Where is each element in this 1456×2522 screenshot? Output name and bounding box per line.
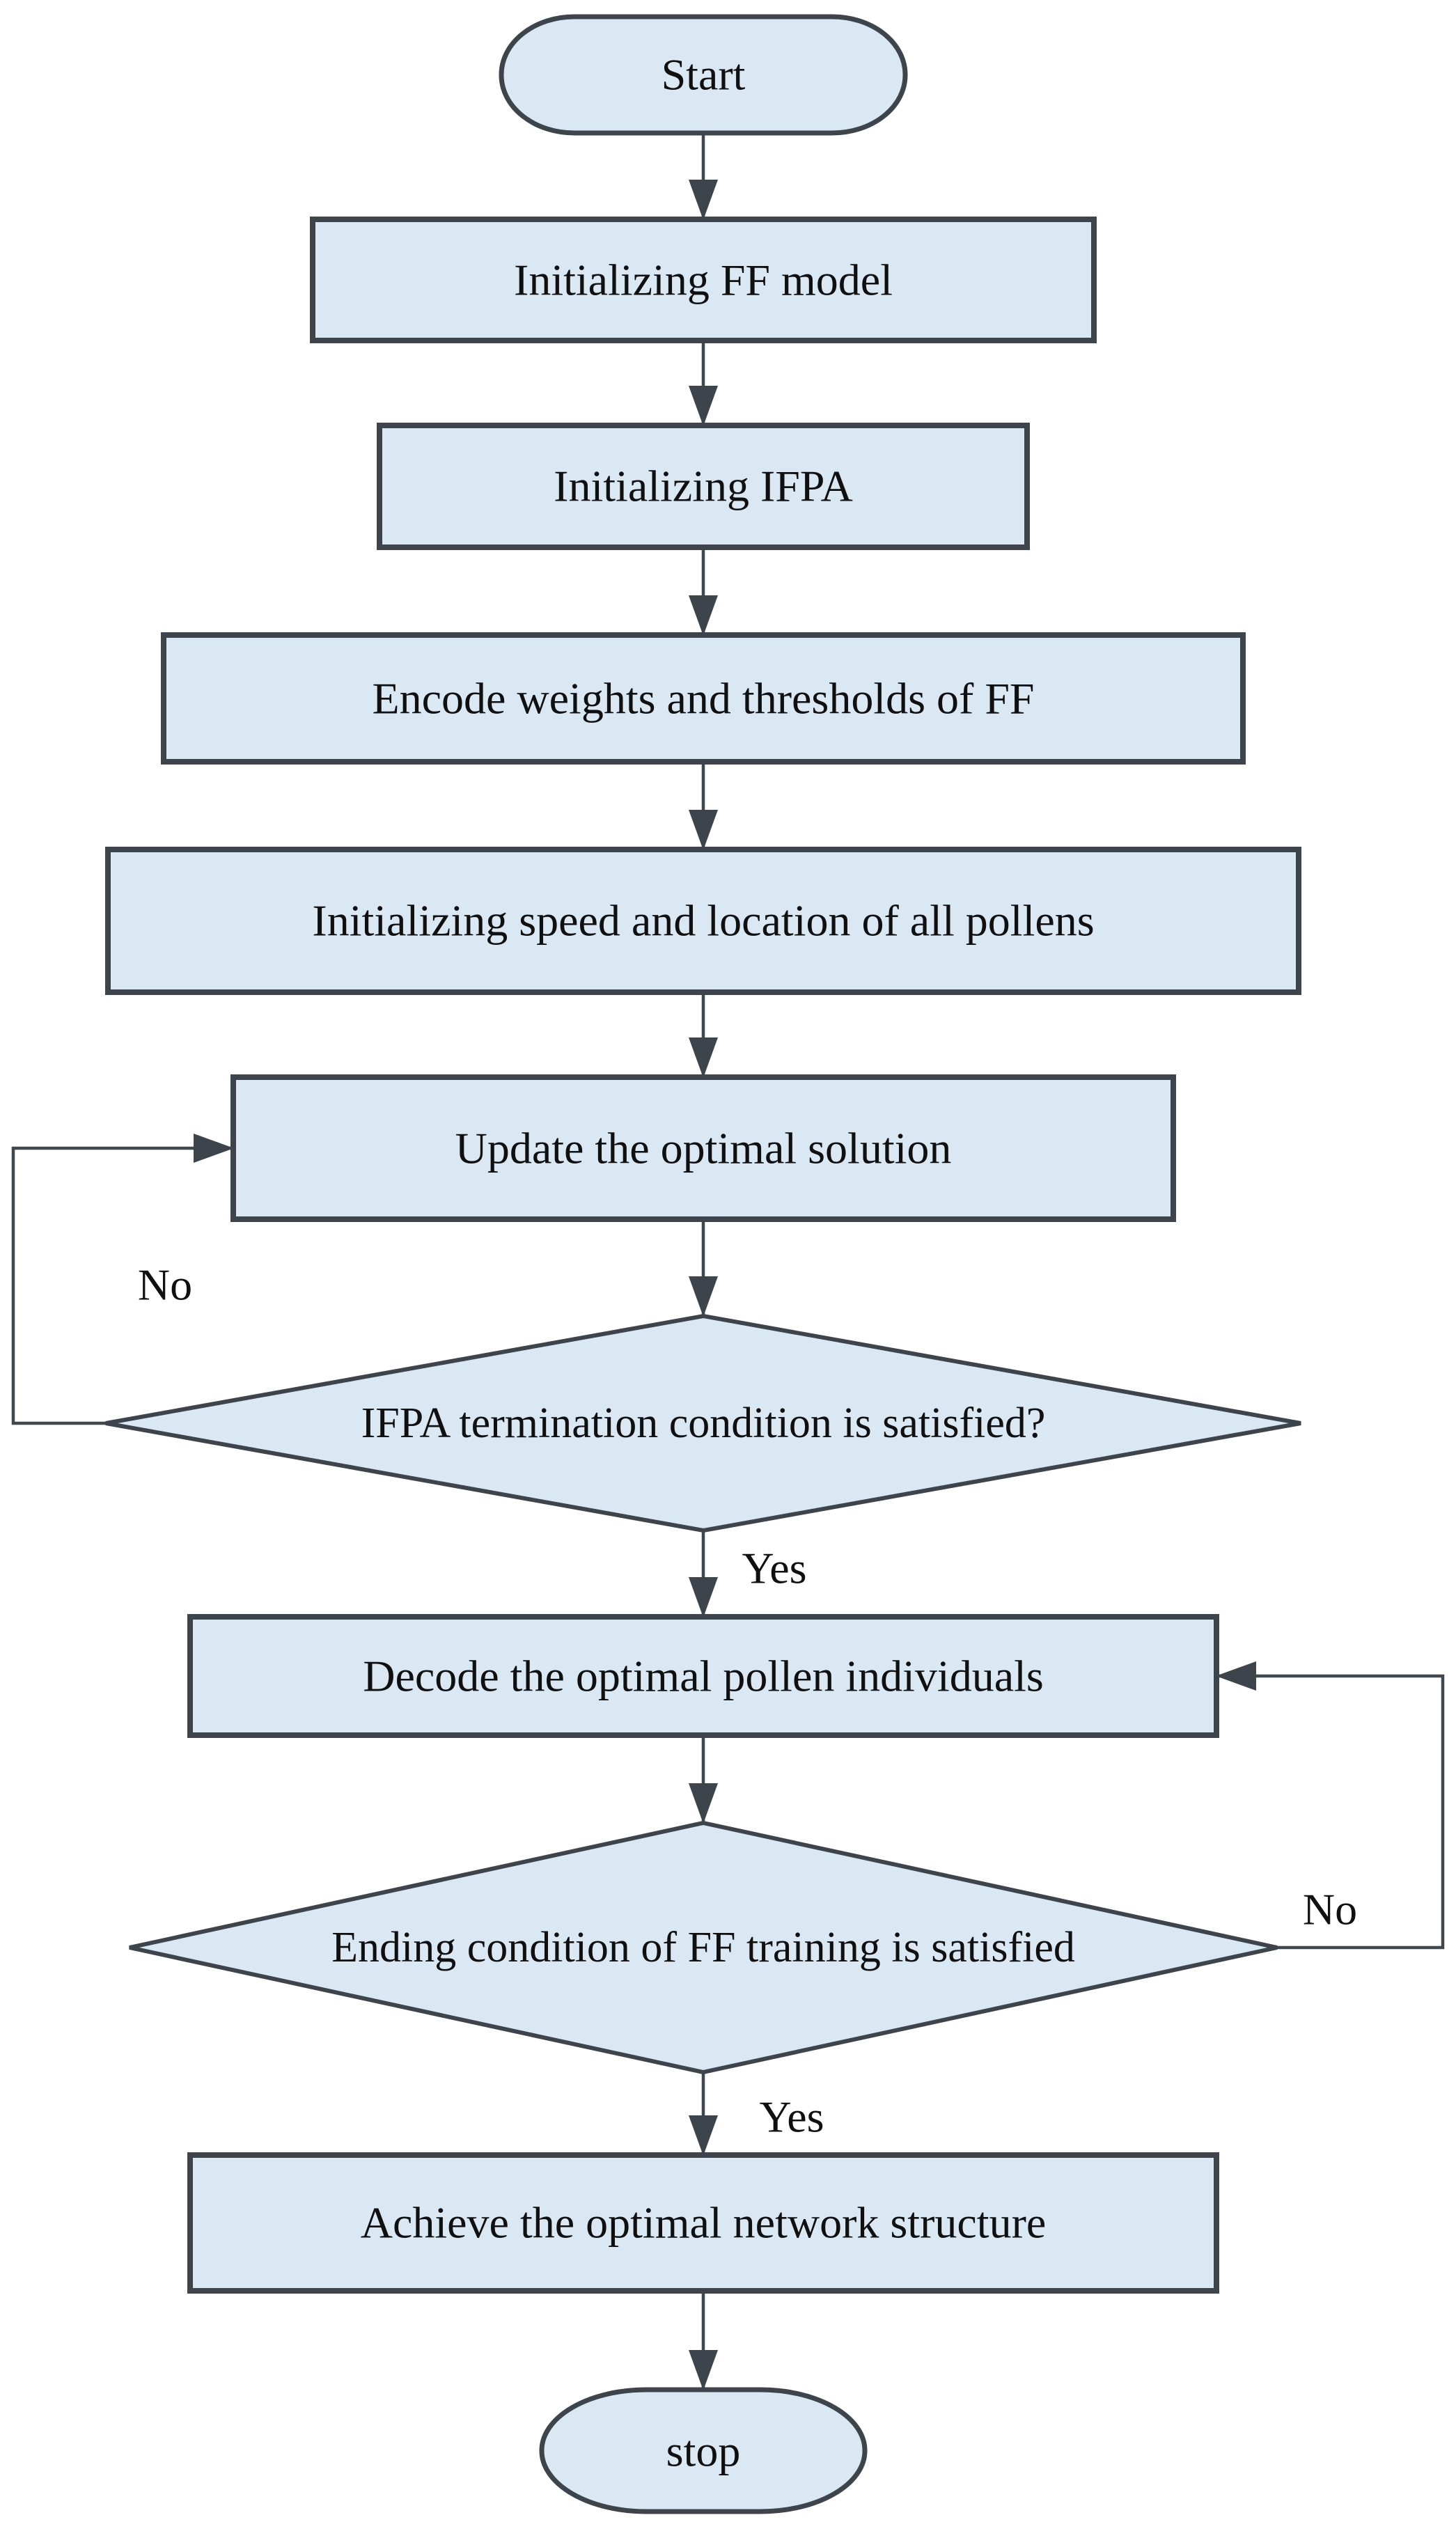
edge-ifpa-no-loop — [11, 1134, 234, 1425]
label-ifpa-no: No — [138, 1260, 192, 1310]
node-achieve-network: Achieve the optimal network structure — [187, 2152, 1219, 2294]
start-label: Start — [662, 50, 746, 100]
achieve-network-label: Achieve the optimal network structure — [361, 2198, 1047, 2248]
init-speed-location-label: Initializing speed and location of all p… — [312, 896, 1094, 946]
node-init-ff-model: Initializing FF model — [310, 217, 1097, 343]
ff-ending-label: Ending condition of FF training is satis… — [331, 1924, 1075, 1971]
node-update-optimal-solution: Update the optimal solution — [230, 1074, 1176, 1222]
node-stop: stop — [539, 2387, 868, 2514]
decode-pollen-box — [187, 1614, 1219, 1738]
achieve-network-box — [187, 2152, 1219, 2294]
node-ff-ending-decision: Ending condition of FF training is satis… — [129, 1820, 1278, 2075]
init-ifpa-label: Initializing IFPA — [554, 462, 853, 511]
init-ff-model-box — [310, 217, 1097, 343]
start-terminator-shape — [499, 14, 908, 136]
ff-ending-diamond — [129, 1820, 1278, 2075]
encode-weights-label: Encode weights and thresholds of FF — [373, 674, 1035, 723]
node-init-speed-location: Initializing speed and location of all p… — [105, 847, 1301, 995]
label-ff-yes: Yes — [759, 2092, 824, 2142]
node-start: Start — [499, 14, 908, 136]
node-init-ifpa: Initializing IFPA — [377, 423, 1030, 550]
update-optimal-solution-box — [230, 1074, 1176, 1222]
init-speed-location-box — [105, 847, 1301, 995]
ifpa-termination-label: IFPA termination condition is satisfied? — [361, 1400, 1046, 1447]
encode-weights-box — [161, 632, 1246, 765]
decode-pollen-label: Decode the optimal pollen individuals — [363, 1652, 1044, 1701]
init-ff-model-label: Initializing FF model — [514, 256, 893, 305]
update-optimal-solution-label: Update the optimal solution — [455, 1124, 952, 1173]
node-decode-pollen: Decode the optimal pollen individuals — [187, 1614, 1219, 1738]
label-ifpa-yes: Yes — [742, 1544, 806, 1593]
init-ifpa-box — [377, 423, 1030, 550]
node-ifpa-termination-decision: IFPA termination condition is satisfied? — [105, 1313, 1301, 1533]
edge-ff-no-loop — [1216, 1661, 1445, 1950]
stop-terminator-shape — [539, 2387, 868, 2514]
node-encode-weights: Encode weights and thresholds of FF — [161, 632, 1246, 765]
ifpa-termination-diamond — [105, 1313, 1301, 1533]
label-ff-no: No — [1303, 1885, 1357, 1934]
stop-label: stop — [666, 2427, 741, 2476]
